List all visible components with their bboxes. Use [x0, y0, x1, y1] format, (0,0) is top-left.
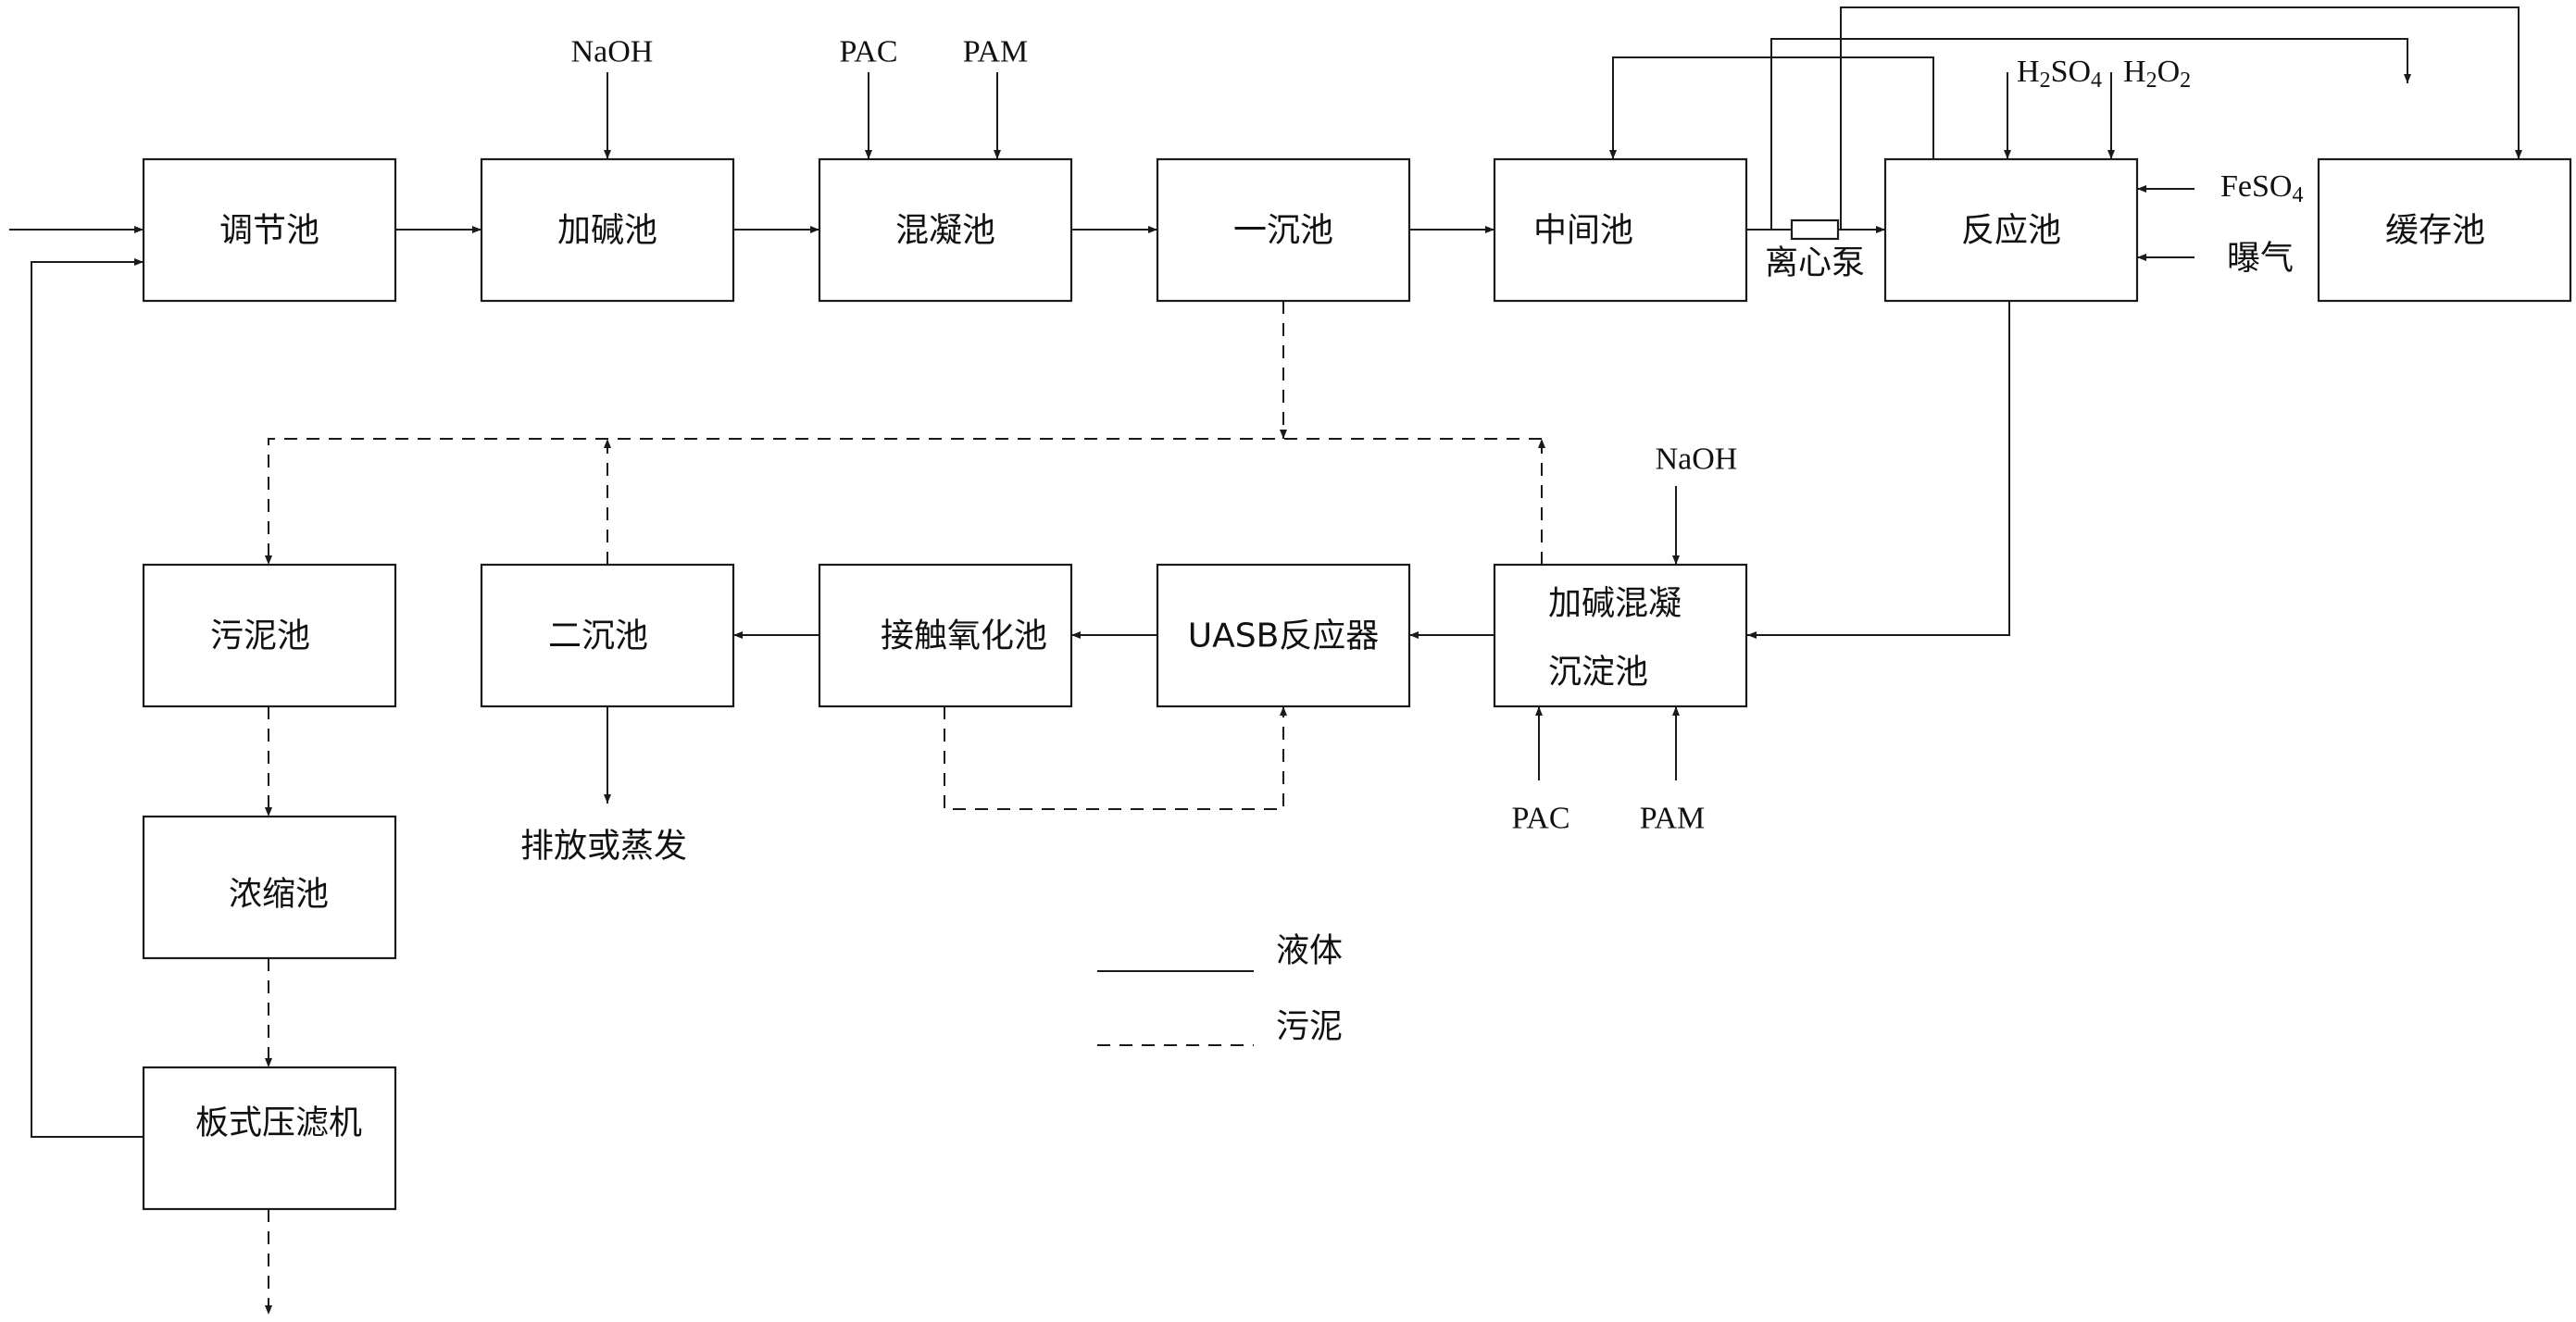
- unit-filter-press: 板式压滤机: [142, 1066, 397, 1211]
- unit-label: 调节池: [219, 212, 319, 250]
- unit-label-line1: 加碱混凝: [1548, 585, 1682, 623]
- unit-buffer-tank: 缓存池: [2317, 157, 2572, 303]
- unit-label-line2: 沉淀池: [1548, 654, 1648, 692]
- unit-regulating-tank: 调节池: [142, 157, 397, 303]
- unit-coagulation-tank: 混凝池: [818, 157, 1073, 303]
- unit-label: 板式压滤机: [195, 1104, 362, 1142]
- unit-label: 接触氧化池: [881, 617, 1047, 655]
- reagent-pac: PAC: [839, 35, 897, 69]
- unit-label: 加碱池: [557, 212, 657, 250]
- unit-alkali-tank: 加碱池: [480, 157, 735, 303]
- discharge-label: 排放或蒸发: [520, 828, 687, 866]
- flow-reaction-recycle: [1609, 56, 1934, 159]
- reagent-feso4: FeSO4: [2220, 169, 2303, 207]
- sludge-header-to-sludge-tank: [265, 438, 1542, 565]
- reagent-pac-2: PAC: [1511, 802, 1569, 836]
- unit-secondary-settling: 二沉池: [480, 563, 735, 708]
- reagent-pam: PAM: [963, 35, 1029, 69]
- unit-uasb: UASB反应器: [1156, 563, 1411, 708]
- reagent-h2so4: H2SO4: [2017, 55, 2102, 93]
- sludge-flow-lines: [265, 301, 1545, 1315]
- unit-sludge-tank: 污泥池: [142, 563, 397, 708]
- centrifugal-pump: 离心泵: [1765, 218, 1865, 282]
- unit-label: 缓存池: [2385, 212, 2485, 250]
- unit-label: 混凝池: [895, 212, 995, 250]
- reagent-naoh: NaOH: [571, 35, 654, 69]
- reagent-naoh-2: NaOH: [1656, 443, 1738, 477]
- unit-label: 中间池: [1533, 212, 1633, 250]
- unit-thickener: 浓缩池: [142, 815, 397, 960]
- flow-pump-to-buffer: [1770, 38, 2411, 230]
- unit-label: 反应池: [1961, 212, 2061, 250]
- pump-label: 离心泵: [1765, 244, 1865, 282]
- legend: 液体 污泥: [1097, 932, 1343, 1046]
- unit-alkali-coag-settling: 加碱混凝 沉淀池: [1493, 563, 1748, 708]
- unit-label: 一沉池: [1233, 212, 1333, 250]
- flow-to-buffer-top: [1840, 6, 2522, 230]
- unit-intermediate-tank: 中间池: [1493, 157, 1748, 303]
- flow-reaction-to-alkali-coag: [1747, 301, 2010, 639]
- liquid-flow-lines: [9, 6, 2522, 1138]
- unit-label: UASB反应器: [1188, 617, 1380, 655]
- unit-primary-settling: 一沉池: [1156, 157, 1411, 303]
- unit-label: 浓缩池: [229, 876, 329, 914]
- reagent-h2o2: H2O2: [2123, 55, 2191, 93]
- unit-reaction-tank: 反应池: [1883, 157, 2139, 303]
- unit-contact-oxidation: 接触氧化池: [818, 563, 1073, 708]
- flow-filtrate-return: [31, 258, 144, 1138]
- legend-liquid-label: 液体: [1276, 932, 1343, 970]
- reagent-labels: NaOH PAC PAM H2SO4 H2O2 FeSO4 曝气 NaOH PA…: [571, 35, 2304, 836]
- sludge-contact-to-uasb: [944, 706, 1287, 810]
- reagent-pam-2: PAM: [1640, 802, 1706, 836]
- legend-sludge-label: 污泥: [1276, 1008, 1343, 1046]
- aeration-label: 曝气: [2227, 240, 2294, 278]
- unit-label: 污泥池: [210, 617, 310, 655]
- unit-label: 二沉池: [548, 617, 648, 655]
